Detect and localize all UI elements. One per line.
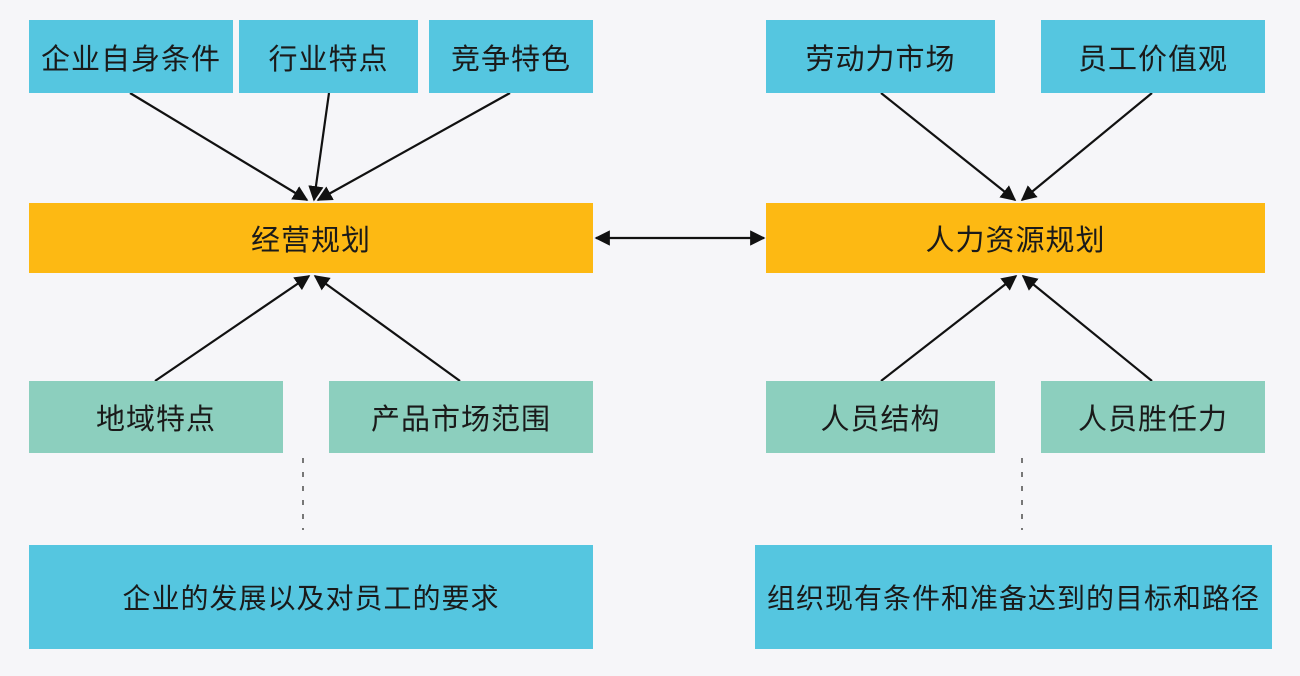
arrow-left-top-3 <box>316 92 511 201</box>
arrow-right-bottom-1 <box>880 275 1018 382</box>
center-business-planning: 经营规划 <box>29 203 593 273</box>
arrow-left-top-2 <box>308 92 331 202</box>
right-factor-staff-structure: 人员结构 <box>766 381 995 453</box>
arrow-left-bottom-2 <box>313 275 461 382</box>
arrow-right-top-1 <box>880 92 1017 201</box>
left-factor-competitive-features: 竞争特色 <box>429 20 593 93</box>
left-outcome-box: 企业的发展以及对员工的要求 <box>29 545 593 649</box>
right-factor-staff-competency: 人员胜任力 <box>1041 381 1265 453</box>
arrow-left-top-1 <box>129 92 309 201</box>
arrow-right-top-2 <box>1020 92 1153 201</box>
arrow-right-bottom-2 <box>1021 275 1153 382</box>
arrow-left-bottom-1 <box>154 275 311 382</box>
left-factor-regional-characteristics: 地域特点 <box>29 381 283 453</box>
left-factor-industry-characteristics: 行业特点 <box>239 20 418 93</box>
right-factor-labor-market: 劳动力市场 <box>766 20 995 93</box>
center-hr-planning: 人力资源规划 <box>766 203 1265 273</box>
right-outcome-box: 组织现有条件和准备达到的目标和路径 <box>755 545 1272 649</box>
left-factor-product-market-scope: 产品市场范围 <box>329 381 593 453</box>
left-factor-enterprise-conditions: 企业自身条件 <box>29 20 233 93</box>
right-factor-employee-values: 员工价值观 <box>1041 20 1265 93</box>
